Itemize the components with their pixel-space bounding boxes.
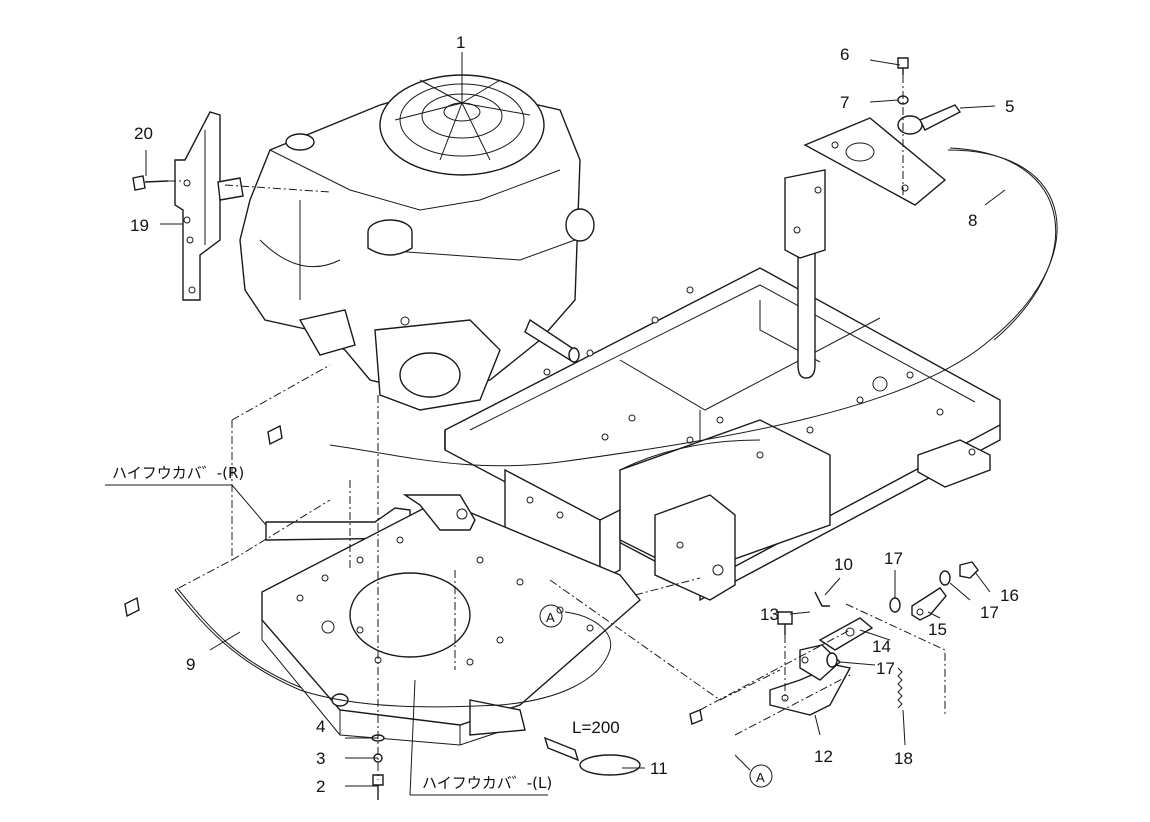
bolt-20 — [132, 175, 169, 191]
knob-5 — [897, 104, 962, 135]
callout-4: 4 — [316, 717, 325, 736]
spring-18 — [897, 667, 903, 709]
nut-16 — [959, 561, 979, 579]
ref-a-right-text: A — [756, 770, 765, 785]
ref-a-left-text: A — [546, 610, 555, 625]
callout-14: 14 — [872, 637, 891, 656]
callout-15: 15 — [928, 620, 947, 639]
bracket-19 — [174, 111, 244, 301]
callout-6: 6 — [840, 45, 849, 64]
callout-18: 18 — [894, 749, 913, 768]
bracket-14 — [818, 617, 874, 651]
chassis-frame — [444, 267, 1001, 602]
callout-16: 16 — [1000, 586, 1019, 605]
label-exhaust-cover-l: ハイフウカバ゛-(L) — [422, 774, 552, 792]
callout-3: 3 — [316, 749, 325, 768]
lever-plate-12 — [769, 644, 852, 716]
callout-13: 13 — [760, 605, 779, 624]
callout-2: 2 — [316, 777, 325, 796]
label-exhaust-cover-r: ハイフウカバ゛-(R) — [112, 464, 244, 482]
steering-column — [784, 169, 826, 379]
ref-circle-a-right — [749, 764, 773, 788]
exhaust-cover-r — [265, 507, 411, 541]
bolt-13 — [777, 611, 793, 635]
callout-12: 12 — [814, 747, 833, 766]
callout-10: 10 — [834, 555, 853, 574]
engine — [239, 74, 595, 411]
pin-10 — [814, 591, 830, 607]
callout-9: 9 — [186, 655, 195, 674]
bolt-6 — [897, 57, 909, 75]
washers-17 — [826, 570, 951, 668]
callout-20: 20 — [134, 124, 153, 143]
mounting-plate — [803, 117, 947, 206]
deck-plate — [261, 494, 641, 746]
arm-15 — [911, 587, 947, 621]
callout-11: 11 — [650, 759, 668, 778]
cable-9 — [174, 589, 612, 708]
callout-8: 8 — [968, 211, 977, 230]
ref-circle-a-left — [539, 604, 563, 628]
leader-lines — [105, 52, 1006, 796]
assembly-centerlines — [168, 75, 946, 780]
callout-17-top: 17 — [884, 549, 903, 568]
callout-17-lower: 17 — [876, 659, 895, 678]
band-11 — [579, 754, 641, 776]
cable-8 — [329, 149, 1058, 467]
callout-5: 5 — [1005, 97, 1014, 116]
callout-19: 19 — [130, 216, 149, 235]
callout-7: 7 — [840, 93, 849, 112]
callout-1: 1 — [456, 33, 465, 52]
label-length: L=200 — [572, 718, 620, 737]
callout-17-right: 17 — [980, 603, 999, 622]
